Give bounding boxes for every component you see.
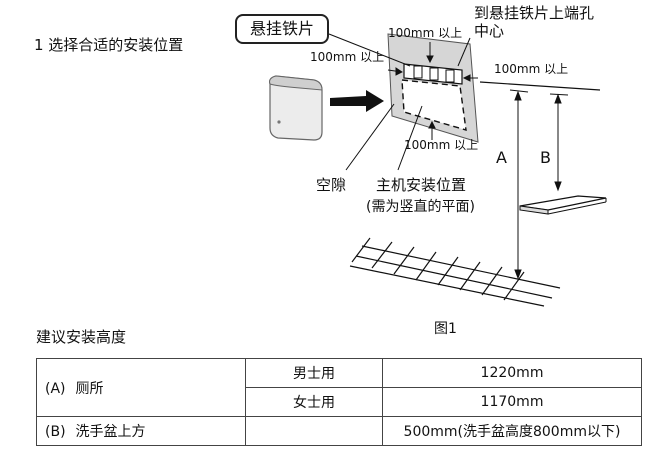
gap-label: 空隙 — [316, 176, 347, 194]
hanging-bracket — [403, 63, 463, 85]
row-a-female-label: 女士用 — [245, 387, 383, 417]
installation-height-table: (A) 厕所 男士用 1220mm 女士用 1170mm (B) 洗手盆上方 500… — [36, 358, 642, 446]
gap-leader — [345, 103, 395, 171]
callout-leader — [328, 33, 411, 67]
hanging-bracket-callout: 悬挂铁片 — [235, 14, 329, 44]
table-row: 女士用 1170mm — [37, 387, 642, 417]
table-row: (B) 洗手盆上方 500mm(洗手盆高度800mm以下) — [36, 416, 642, 446]
install-direction-arrow — [330, 90, 384, 112]
dimension-a-label: A — [496, 148, 507, 167]
table-row: (A) 厕所 男士用 1220mm — [36, 358, 642, 417]
clearance-top-label: 100mm 以上 — [388, 26, 463, 40]
clearance-arrows — [387, 42, 478, 140]
wall-top-line — [479, 81, 601, 91]
row-a-male-height: 1220mm — [382, 358, 642, 388]
floor-grid — [349, 237, 561, 307]
row-a-code: (A) — [45, 380, 66, 397]
row-a-female-height: 1170mm — [382, 387, 642, 417]
row-a-male-label: 男士用 — [245, 358, 383, 388]
row-a-place: 厕所 — [75, 380, 104, 397]
dimension-a — [509, 89, 529, 280]
dimension-b-label: B — [540, 148, 551, 167]
clearance-right-label: 100mm 以上 — [494, 62, 569, 76]
main-unit-outline — [401, 79, 467, 131]
row-b-height: 500mm(洗手盆高度800mm以下) — [382, 416, 642, 446]
clearance-bottom-label: 100mm 以上 — [404, 138, 479, 152]
center-label: 中心 — [474, 22, 505, 40]
vertical-surface-note: (需为竖直的平面) — [366, 199, 475, 215]
row-a-place-cell: (A) 厕所 — [36, 358, 246, 417]
dimension-b — [549, 93, 569, 192]
clearance-left-label: 100mm 以上 — [310, 50, 385, 64]
row-b-code: (B) — [45, 424, 66, 440]
installation-diagram — [269, 33, 607, 307]
figure-caption: 图1 — [434, 321, 457, 337]
row-b-place: 洗手盆上方 — [75, 424, 146, 440]
top-hole-leader — [457, 37, 471, 67]
hand-dryer-illustration — [269, 75, 323, 141]
main-position-leader — [397, 105, 423, 171]
step-title: 1 选择合适的安装位置 — [34, 36, 184, 54]
row-b-place-cell: (B) 洗手盆上方 — [36, 416, 246, 446]
top-hole-label: 到悬挂铁片上端孔 — [474, 4, 595, 22]
main-position-label: 主机安装位置 — [376, 176, 467, 194]
section-heading: 建议安装高度 — [36, 328, 127, 346]
row-b-empty-cell — [245, 416, 383, 446]
wash-basin — [519, 195, 607, 215]
